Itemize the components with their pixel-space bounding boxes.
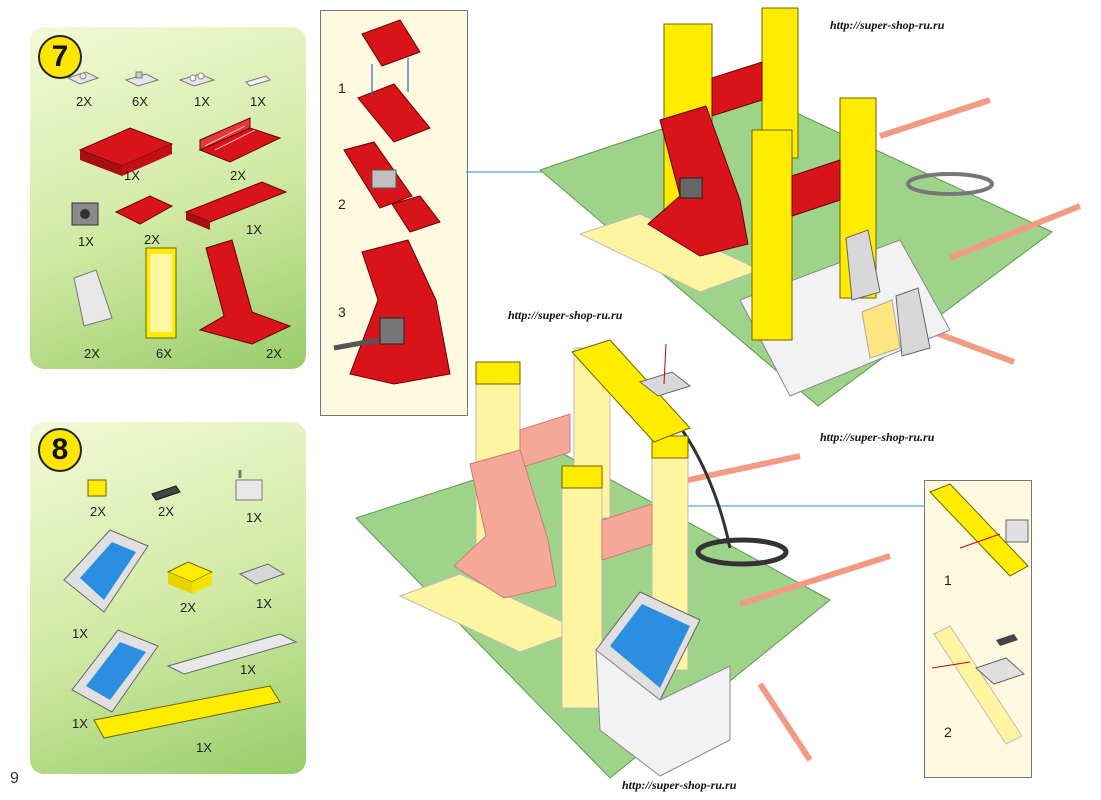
part-red-plate-long [184,181,288,230]
part-red-support [198,239,292,345]
step-8-substep-number: 2 [944,724,952,740]
assembly-arrow [371,58,409,96]
part-grey-technic-brick [71,202,99,226]
sub-red-slope-pair [343,141,441,233]
part-red-plate [78,127,174,176]
yellow-column-faded [561,469,603,709]
watermark-url: http://super-shop-ru.ru [508,308,623,322]
red-axle [948,203,1082,261]
step-7-part-qty: 2X [266,346,282,361]
part-plate-1x2 [178,72,216,87]
part-grey-plate-long [166,633,298,675]
yellow-technic-beam [571,339,691,443]
step-7-substep-number: 2 [338,196,346,212]
part-yellow-technic-beam [93,685,281,739]
red-axle [669,453,801,487]
red-axle [739,553,891,607]
step-7-part-qty: 2X [84,346,100,361]
red-support-faded [453,449,557,599]
red-fence [711,61,763,117]
grey-technic-brick [679,177,703,199]
step-7-part-qty: 1X [194,94,210,109]
red-axle [757,682,813,762]
step-8-part-qty: 2X [90,504,106,519]
step-8-substep-number: 1 [944,572,952,588]
part-dark-pin [151,485,181,501]
step-7-substep-number: 1 [338,80,346,96]
red-fence-faded [601,503,653,561]
grey-slope [895,287,931,357]
grey-slope [845,229,881,301]
part-grey-slope [73,269,113,327]
part-window-slope-a [63,529,149,613]
yellow-brick-top [475,361,521,385]
step-8-part-qty: 1X [240,662,256,677]
step-7-part-qty: 2X [144,232,160,247]
sub-red-plate-b [357,83,431,143]
part-yellow-brick-1x1 [87,479,107,497]
round-plate [638,371,692,397]
step-7-substep-number: 3 [338,304,346,320]
part-red-fence [198,117,282,163]
step-8-part-qty: 1X [246,510,262,525]
step-8-part-qty: 1X [256,596,272,611]
sub-yellow-beam-2 [931,625,1025,745]
watermark-url: http://super-shop-ru.ru [820,430,935,444]
step-7-part-qty: 2X [76,94,92,109]
step-8-number: 8 [38,428,82,472]
step-7-number: 7 [38,35,82,79]
part-clip-plate [124,71,160,87]
red-fence [791,159,841,217]
step-7-part-qty: 6X [132,94,148,109]
part-window-slope-b [71,629,159,713]
window-pane [610,604,690,688]
watermark-url: http://super-shop-ru.ru [830,18,945,32]
step-7-part-qty: 1X [124,168,140,183]
sub-yellow-beam-1 [929,483,1029,577]
watermark-url: http://super-shop-ru.ru [622,778,737,792]
part-red-slope [114,195,174,225]
part-grey-axle-brick [235,470,263,501]
step-8-part-qty: 1X [72,626,88,641]
white-base [595,648,731,777]
part-axle-pin [245,75,271,87]
yellow-brick-top [561,465,603,489]
step-7-part-qty: 1X [78,234,94,249]
step-7-part-qty: 6X [156,346,172,361]
step-8-part-qty: 2X [180,600,196,615]
page-number: 9 [10,770,19,787]
red-axle [879,97,991,139]
yellow-seat [861,299,901,359]
step-8-part-qty: 2X [158,504,174,519]
step-8-part-qty: 1X [72,716,88,731]
rubber-band [906,172,994,196]
step-8-part-qty: 1X [196,740,212,755]
placement-arrow [663,343,667,385]
rubber-band [695,537,789,567]
part-yellow-brick-2x2 [166,561,214,594]
step-7-part-qty: 2X [230,168,246,183]
step-7-part-qty: 1X [250,94,266,109]
step-7-part-qty: 1X [246,222,262,237]
sub-red-plate-a [361,19,421,67]
sub-red-support-with-axle [333,239,451,385]
part-yellow-column [145,247,177,339]
part-round-plate-hole [238,563,286,585]
part-round-plate [66,71,100,85]
yellow-column [751,129,793,341]
